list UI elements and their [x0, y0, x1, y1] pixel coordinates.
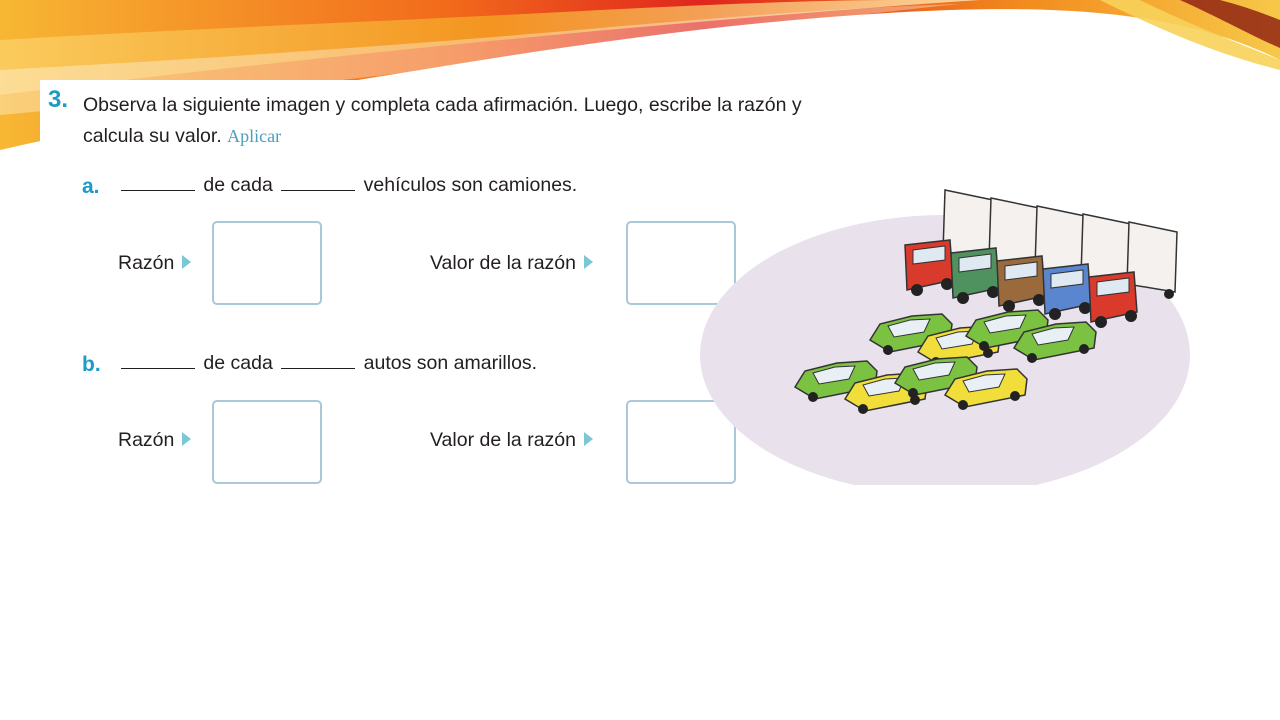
- car-icon: [1012, 321, 1097, 363]
- exercise-panel: 3. Observa la siguiente imagen y complet…: [40, 80, 1260, 520]
- item-b-statement: de cada autos son amarillos.: [118, 352, 537, 375]
- prompt-text: Observa la siguiente imagen y completa c…: [83, 94, 802, 147]
- item-b-ending: autos son amarillos.: [363, 352, 538, 374]
- ratio-label-text: Razón: [118, 429, 175, 451]
- item-b-blank-2[interactable]: [281, 367, 356, 369]
- item-a-blank-2[interactable]: [281, 189, 356, 191]
- item-b-letter: b.: [82, 353, 101, 376]
- truck-icon: [996, 205, 1086, 312]
- item-a-ratio-label: Razón: [118, 252, 192, 275]
- car-icon: [943, 368, 1028, 410]
- exercise-prompt: Observa la siguiente imagen y completa c…: [83, 90, 823, 152]
- truck-icon: [1042, 213, 1132, 320]
- skill-tag: Aplicar: [227, 126, 282, 146]
- vehicles-svg: [700, 189, 1190, 495]
- item-a-connector: de cada: [203, 174, 273, 196]
- item-b-value-box[interactable]: [626, 400, 736, 484]
- arrow-right-icon: [182, 254, 192, 269]
- item-a-value-box[interactable]: [626, 221, 736, 305]
- item-b-ratio-box[interactable]: [212, 400, 322, 484]
- item-b-connector: de cada: [203, 352, 273, 374]
- arrow-right-icon: [182, 431, 192, 446]
- value-label-text: Valor de la razón: [430, 429, 576, 451]
- item-b-ratio-label: Razón: [118, 429, 192, 452]
- value-label-text: Valor de la razón: [430, 252, 576, 274]
- exercise-number: 3.: [48, 86, 69, 113]
- item-b-value-label: Valor de la razón: [430, 429, 593, 452]
- arrow-right-icon: [583, 431, 593, 446]
- truck-icon: [1088, 221, 1178, 328]
- vehicles-illustration: [700, 185, 1200, 495]
- item-a-ratio-box[interactable]: [212, 221, 322, 305]
- item-a-blank-1[interactable]: [121, 189, 195, 191]
- item-a-ending: vehículos son camiones.: [363, 174, 578, 196]
- ratio-label-text: Razón: [118, 252, 175, 274]
- arrow-right-icon: [583, 254, 593, 269]
- item-a-value-label: Valor de la razón: [430, 252, 593, 275]
- item-b-blank-1[interactable]: [121, 367, 195, 369]
- item-a-letter: a.: [82, 175, 100, 198]
- item-a-statement: de cada vehículos son camiones.: [118, 174, 577, 197]
